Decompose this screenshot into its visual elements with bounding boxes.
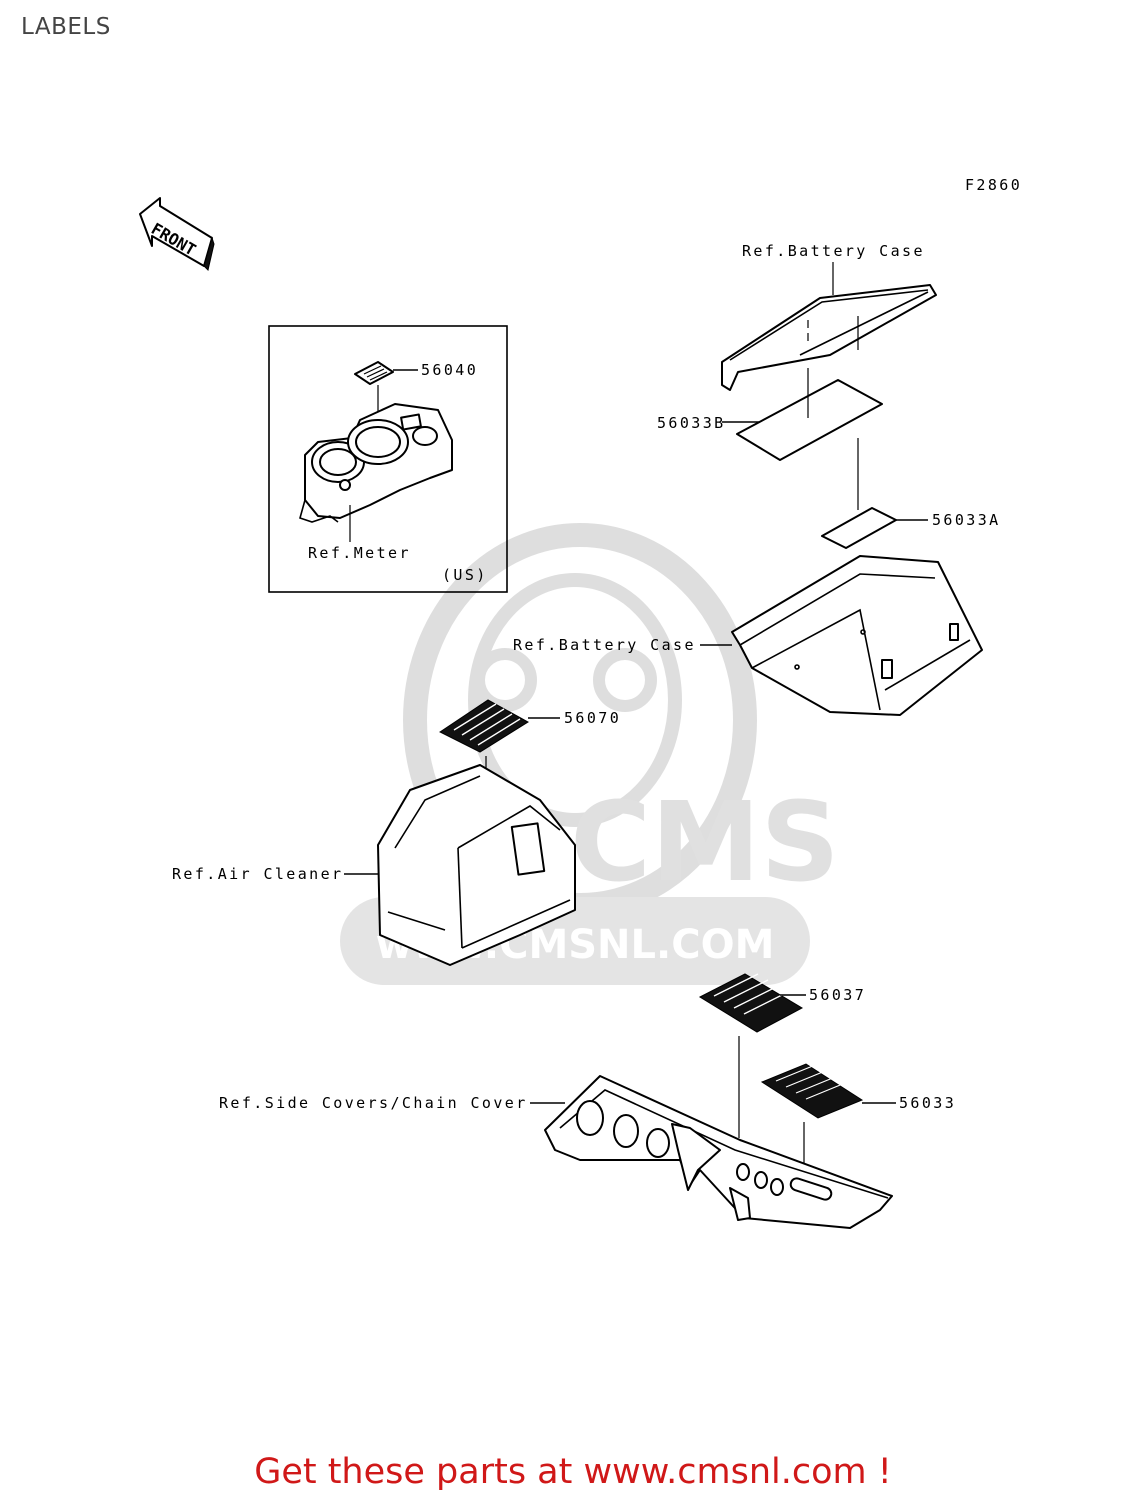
- figure-code: F2860: [965, 176, 1022, 194]
- air-cleaner: Ref.Air Cleaner: [172, 764, 576, 966]
- inset-region: (US): [442, 566, 488, 584]
- callout-56033b: 56033B: [657, 414, 726, 432]
- page-title: LABELS: [21, 14, 111, 40]
- callout-56070: 56070: [564, 709, 621, 727]
- callout-56040: 56040: [421, 361, 478, 379]
- callout-ref-battery-case-top: Ref.Battery Case: [742, 242, 925, 260]
- meter-inset: 56040 Ref.Meter (US): [268, 325, 508, 593]
- callout-ref-meter: Ref.Meter: [308, 544, 411, 562]
- callout-ref-battery-case-lower: Ref.Battery Case: [513, 636, 696, 654]
- footer-banner-link[interactable]: Get these parts at www.cmsnl.com !: [254, 1452, 892, 1492]
- label-56033a-sticker: 56033A: [821, 438, 1001, 549]
- watermark-logo-text: CMS: [570, 778, 839, 906]
- callout-56033: 56033: [899, 1094, 956, 1112]
- chain-cover: Ref.Side Covers/Chain Cover: [219, 1075, 893, 1229]
- callout-ref-air-cleaner: Ref.Air Cleaner: [172, 865, 343, 883]
- callout-56037: 56037: [809, 986, 866, 1004]
- battery-case-tray: Ref.Battery Case: [513, 555, 983, 716]
- label-56033-sticker: 56033: [760, 1062, 956, 1166]
- label-56070-sticker: 56070: [439, 699, 621, 836]
- callout-ref-side-covers: Ref.Side Covers/Chain Cover: [219, 1094, 528, 1112]
- battery-case-cover: Ref.Battery Case: [721, 242, 937, 391]
- label-56033b-sticker: 56033B: [657, 368, 883, 461]
- label-56040-sticker: [354, 361, 394, 385]
- front-arrow-icon: FRONT: [139, 197, 215, 271]
- label-56037-sticker: 56037: [698, 973, 866, 1138]
- callout-56033a: 56033A: [932, 511, 1001, 529]
